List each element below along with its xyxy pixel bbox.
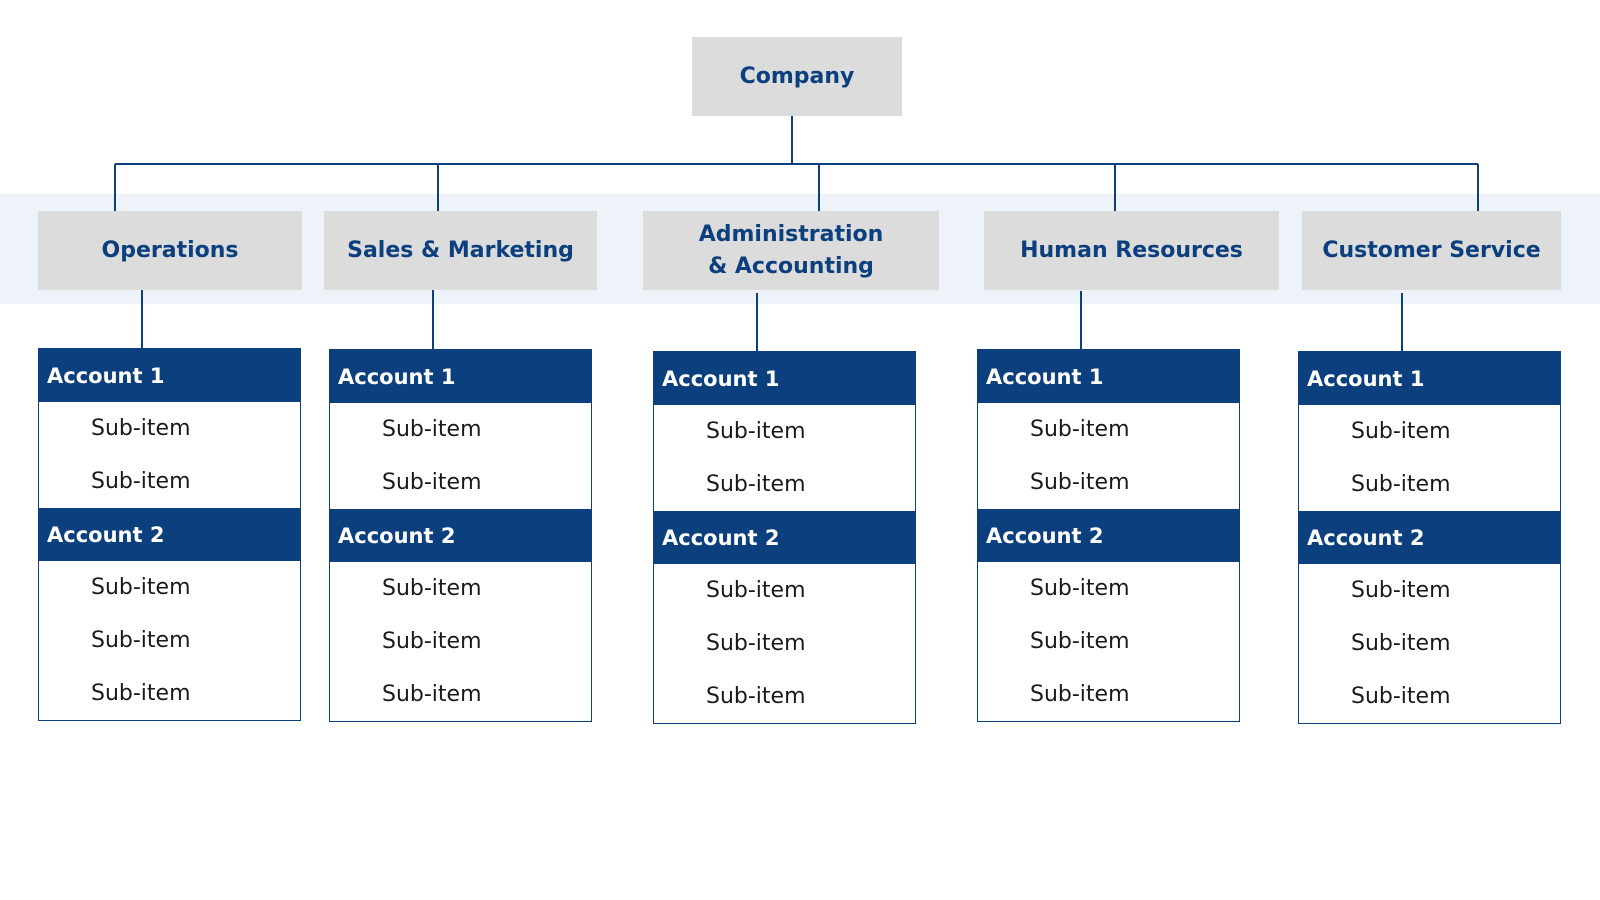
sub-item: Sub-item bbox=[1030, 470, 1130, 495]
account-header: Account 1 bbox=[330, 350, 591, 403]
company-box: Company bbox=[692, 37, 902, 116]
sub-item: Sub-item bbox=[706, 419, 806, 444]
sub-item: Sub-item bbox=[91, 469, 191, 494]
sub-item: Sub-item bbox=[1351, 684, 1451, 709]
sub-item: Sub-item bbox=[706, 472, 806, 497]
sub-item: Sub-item bbox=[706, 578, 806, 603]
account-column-human-resources: Account 1 Sub-item Sub-item Account 2 Su… bbox=[977, 349, 1240, 722]
account-column-customer-service: Account 1 Sub-item Sub-item Account 2 Su… bbox=[1298, 351, 1561, 724]
account-header: Account 1 bbox=[39, 349, 300, 402]
account-column-operations: Account 1 Sub-item Sub-item Account 2 Su… bbox=[38, 348, 301, 721]
account-header: Account 1 bbox=[654, 352, 915, 405]
dept-box-operations: Operations bbox=[38, 211, 302, 290]
sub-item: Sub-item bbox=[1030, 629, 1130, 654]
sub-item: Sub-item bbox=[1030, 576, 1130, 601]
account-header: Account 2 bbox=[1299, 511, 1560, 564]
dept-box-customer-service: Customer Service bbox=[1302, 211, 1561, 290]
sub-item: Sub-item bbox=[91, 628, 191, 653]
account-header: Account 1 bbox=[1299, 352, 1560, 405]
dept-box-human-resources: Human Resources bbox=[984, 211, 1279, 290]
account-header: Account 1 bbox=[978, 350, 1239, 403]
sub-item: Sub-item bbox=[382, 682, 482, 707]
sub-item: Sub-item bbox=[382, 629, 482, 654]
account-column-administration-accounting: Account 1 Sub-item Sub-item Account 2 Su… bbox=[653, 351, 916, 724]
dept-box-administration-accounting: Administration & Accounting bbox=[643, 211, 939, 290]
sub-item: Sub-item bbox=[91, 416, 191, 441]
company-title: Company bbox=[739, 63, 855, 89]
sub-item: Sub-item bbox=[1030, 682, 1130, 707]
sub-item: Sub-item bbox=[91, 681, 191, 706]
dept-title: Sales & Marketing bbox=[347, 237, 574, 263]
dept-title: Customer Service bbox=[1322, 237, 1541, 263]
sub-item: Sub-item bbox=[91, 575, 191, 600]
account-header: Account 2 bbox=[978, 509, 1239, 562]
sub-item: Sub-item bbox=[1351, 631, 1451, 656]
sub-item: Sub-item bbox=[382, 576, 482, 601]
sub-item: Sub-item bbox=[1030, 417, 1130, 442]
dept-title: Human Resources bbox=[1020, 237, 1243, 263]
sub-item: Sub-item bbox=[1351, 578, 1451, 603]
sub-item: Sub-item bbox=[706, 684, 806, 709]
sub-item: Sub-item bbox=[382, 417, 482, 442]
dept-title: Operations bbox=[101, 237, 239, 263]
account-header: Account 2 bbox=[654, 511, 915, 564]
account-header: Account 2 bbox=[330, 509, 591, 562]
account-column-sales-marketing: Account 1 Sub-item Sub-item Account 2 Su… bbox=[329, 349, 592, 722]
account-header: Account 2 bbox=[39, 508, 300, 561]
sub-item: Sub-item bbox=[382, 470, 482, 495]
sub-item: Sub-item bbox=[1351, 472, 1451, 497]
sub-item: Sub-item bbox=[706, 631, 806, 656]
dept-box-sales-marketing: Sales & Marketing bbox=[324, 211, 597, 290]
sub-item: Sub-item bbox=[1351, 419, 1451, 444]
dept-title: Administration & Accounting bbox=[698, 221, 884, 279]
